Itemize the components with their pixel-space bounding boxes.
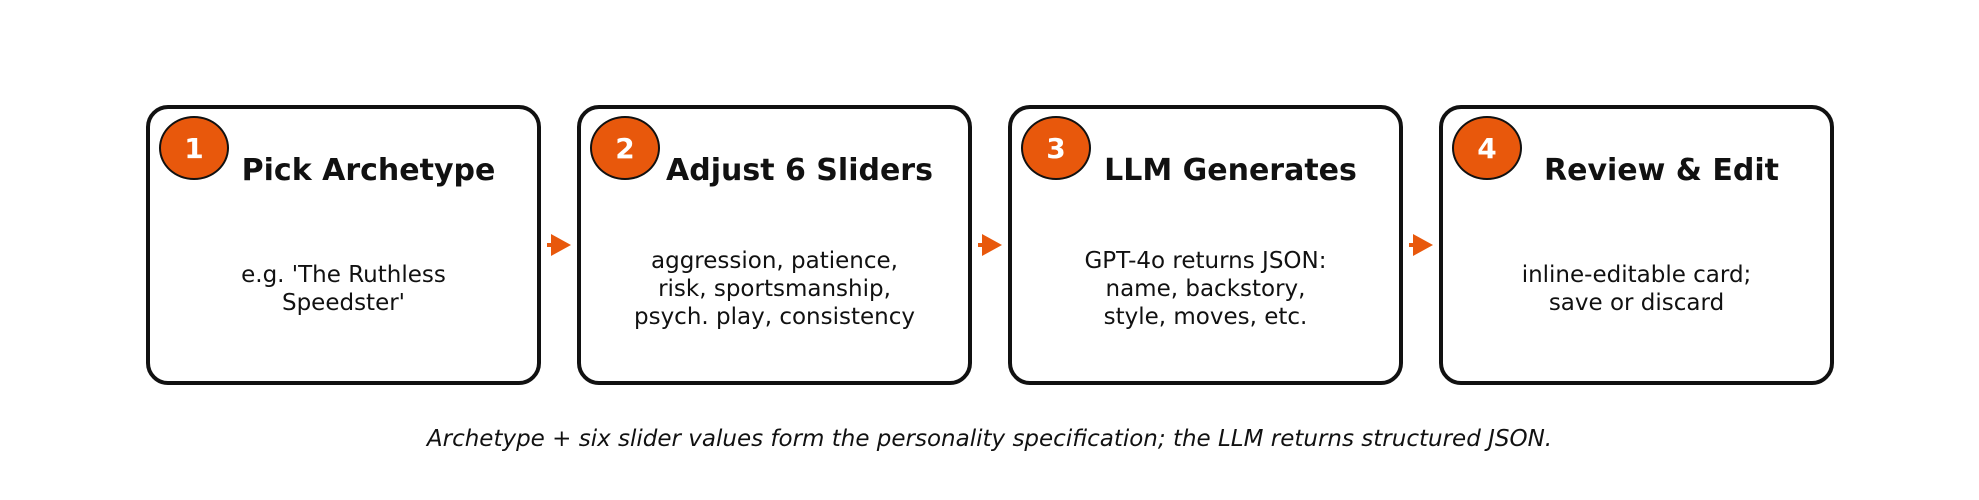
step-description: GPT-4o returns JSON: name, backstory, st…	[1084, 248, 1327, 330]
step-title: Pick Archetype	[241, 153, 496, 188]
step-card-adjust-sliders: 2 Adjust 6 Sliders aggression, patience,…	[577, 105, 972, 385]
arrow-right-icon	[1409, 234, 1433, 256]
arrow-right-icon	[978, 234, 1002, 256]
step-description: e.g. 'The Ruthless Speedster'	[241, 262, 446, 316]
step-title: Review & Edit	[1544, 153, 1779, 188]
step-title: LLM Generates	[1104, 153, 1357, 188]
step-number-badge: 3	[1021, 116, 1091, 180]
step-description: aggression, patience, risk, sportsmanshi…	[633, 248, 915, 330]
step-card-review-edit: 4 Review & Edit inline-editable card; sa…	[1439, 105, 1834, 385]
step-description: inline-editable card; save or discard	[1521, 262, 1752, 316]
step-card-llm-generates: 3 LLM Generates GPT-4o returns JSON: nam…	[1008, 105, 1403, 385]
step-number-badge: 2	[590, 116, 660, 180]
step-number-badge: 1	[159, 116, 229, 180]
arrow-right-icon	[547, 234, 571, 256]
step-card-pick-archetype: 1 Pick Archetype e.g. 'The Ruthless Spee…	[146, 105, 541, 385]
step-number-badge: 4	[1452, 116, 1522, 180]
step-title: Adjust 6 Sliders	[666, 153, 933, 188]
diagram-caption: Archetype + six slider values form the p…	[426, 426, 1553, 452]
